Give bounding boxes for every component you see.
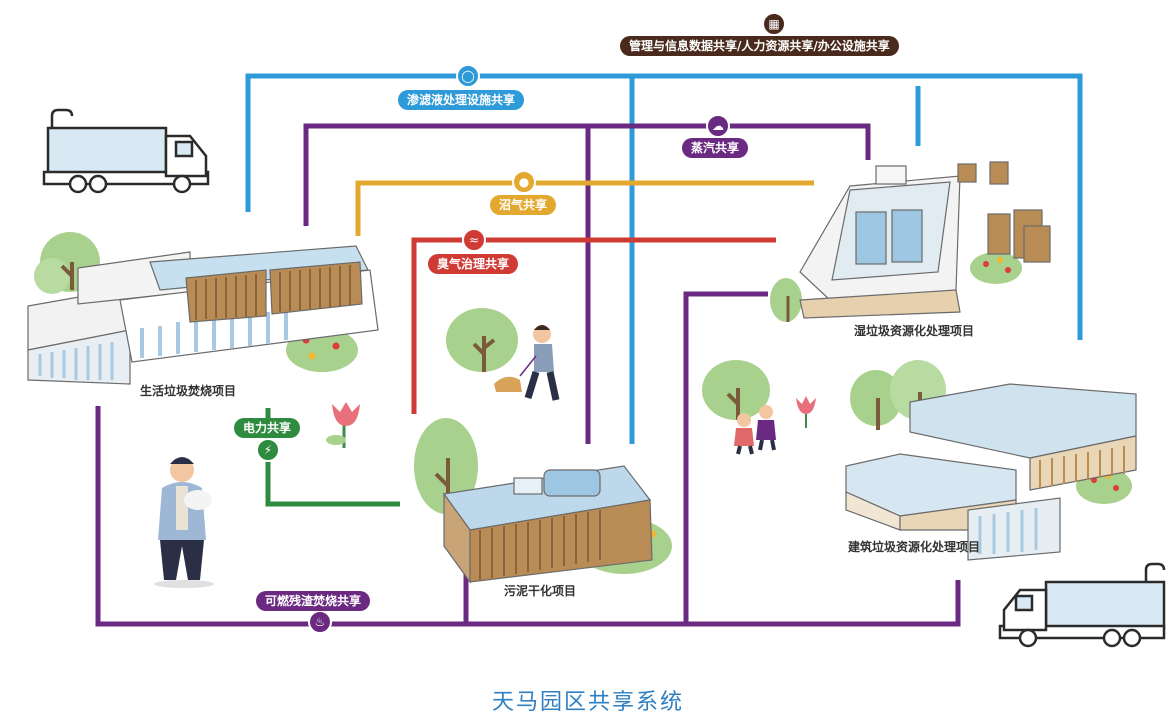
person-walking-dog (494, 325, 560, 401)
wet-waste-plant (799, 161, 1051, 319)
incineration-building (27, 245, 379, 385)
children (734, 405, 776, 455)
truck-right (998, 562, 1166, 648)
construction-project-label: 建筑垃圾资源化处理项目 (848, 540, 981, 554)
steam-cloud-icon: ☁ (706, 114, 730, 138)
tree-center (446, 308, 518, 372)
leachate-sharing-label: 渗滤液处理设施共享 (398, 90, 525, 110)
incineration-project-label: 生活垃圾焚烧项目 (140, 384, 237, 398)
management-sharing-label: 管理与信息数据共享/人力资源共享/办公设施共享 (620, 36, 899, 56)
tree-kids (702, 360, 770, 420)
figure-caption: 天马园区共享系统 (491, 690, 684, 715)
sludge-building (442, 465, 653, 584)
wet-waste-project-label: 湿垃圾资源化处理项目 (854, 324, 975, 338)
residue-sharing-label: 可燃残渣焚烧共享 (256, 591, 371, 611)
water-drop-icon: ◯ (456, 64, 480, 88)
yellow-pipe-biogas (355, 180, 814, 236)
fire-icon: ♨ (308, 610, 332, 634)
tulip-left (326, 402, 360, 448)
truck-left (42, 108, 210, 194)
odor-sharing-label: 臭气治理共享 (428, 254, 519, 274)
gas-flame-icon: ● (512, 170, 536, 194)
lightning-icon: ⚡ (256, 438, 280, 462)
steam-sharing-label: 蒸汽共享 (682, 138, 749, 158)
sludge-project-label: 污泥干化项目 (504, 584, 577, 598)
person-with-tablet (154, 457, 214, 588)
power-sharing-label: 电力共享 (234, 418, 301, 438)
odor-icon: ≈ (462, 228, 486, 252)
purple-pipe-residue (95, 406, 961, 627)
biogas-sharing-label: 沼气共享 (490, 195, 557, 215)
tulip-right (796, 396, 816, 428)
bush-wet (970, 252, 1022, 284)
tree-wet (770, 278, 802, 322)
digester-tanks (957, 161, 1051, 263)
building-chart-icon: ▦ (762, 12, 786, 36)
red-pipe-odor (411, 237, 776, 414)
purple-pipe-residue-construction (683, 291, 768, 622)
blue-pipe-management (245, 73, 1083, 340)
construction-plant (845, 383, 1137, 561)
